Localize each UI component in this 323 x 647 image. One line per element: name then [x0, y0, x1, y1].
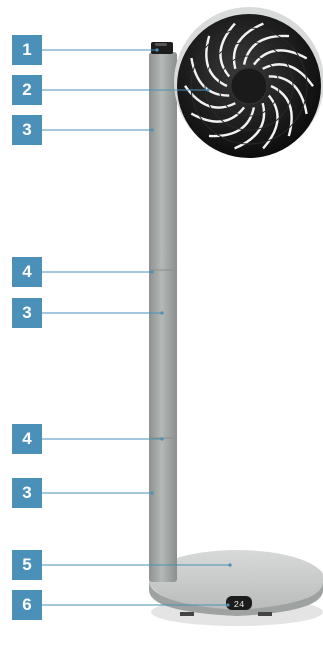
leader-3c-dot — [150, 491, 153, 494]
leader-4a-dot — [150, 270, 153, 273]
label-1-text: 1 — [22, 40, 31, 60]
base-foot-right — [258, 612, 272, 616]
label-3b-badge: 3 — [12, 298, 42, 328]
label-6-badge: 6 — [12, 590, 42, 620]
label-3c-badge: 3 — [12, 478, 42, 508]
top-button-highlight — [155, 43, 167, 46]
label-3a-badge: 3 — [12, 115, 42, 145]
label-2-badge: 2 — [12, 75, 42, 105]
leader-1-dot — [155, 48, 158, 51]
leader-4b-dot — [160, 437, 163, 440]
label-4b-text: 4 — [22, 429, 31, 449]
fan-head — [174, 7, 323, 158]
fan-pole — [149, 52, 177, 582]
label-5-text: 5 — [22, 555, 31, 575]
leader-3b-dot — [160, 311, 163, 314]
label-3c-text: 3 — [22, 483, 31, 503]
leader-6-dot — [226, 603, 229, 606]
label-4a-text: 4 — [22, 262, 31, 282]
label-6-text: 6 — [22, 595, 31, 615]
label-4a-badge: 4 — [12, 257, 42, 287]
label-4b-badge: 4 — [12, 424, 42, 454]
leader-5-dot — [228, 563, 231, 566]
fan-hub — [231, 68, 267, 104]
display-readout: 24 — [234, 600, 245, 610]
base-foot-left — [180, 612, 194, 616]
label-5-badge: 5 — [12, 550, 42, 580]
label-3b-text: 3 — [22, 303, 31, 323]
leader-2-dot — [206, 88, 209, 91]
label-2-text: 2 — [22, 80, 31, 100]
label-1-badge: 1 — [12, 35, 42, 65]
leader-3a-dot — [150, 128, 153, 131]
label-3a-text: 3 — [22, 120, 31, 140]
